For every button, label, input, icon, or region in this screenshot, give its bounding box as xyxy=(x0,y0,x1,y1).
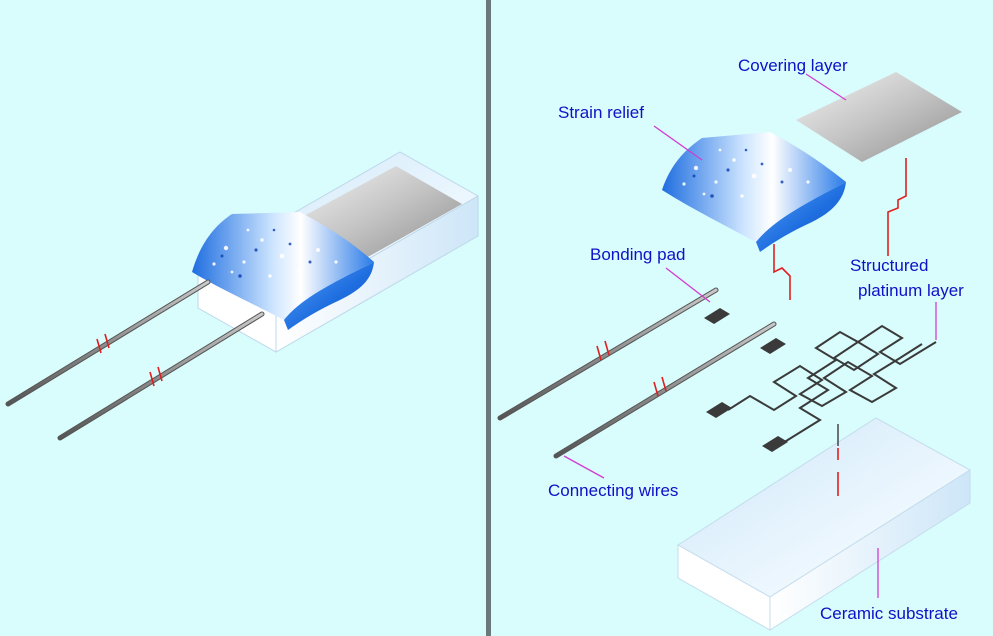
explosion-alignment-marks xyxy=(773,158,907,496)
assembled-cover xyxy=(300,166,462,258)
label-strain-relief: Strain relief xyxy=(558,103,644,122)
platinum-meander-inner xyxy=(727,343,923,412)
exploded-strain-relief-dots xyxy=(692,148,784,198)
exploded-wire-break-marks xyxy=(596,340,667,397)
bonding-pad-4 xyxy=(762,436,788,452)
assembled-sensor-icon xyxy=(5,151,480,441)
exploded-strain-relief-speckles xyxy=(682,148,810,198)
leader-lines xyxy=(563,73,937,598)
assembled-strain-relief-top xyxy=(192,212,374,320)
exploded-cover xyxy=(796,72,962,162)
platinum-meander-outer xyxy=(777,324,937,447)
bonding-pad-2 xyxy=(760,338,786,354)
label-connecting-wires: Connecting wires xyxy=(548,481,678,500)
panel-divider xyxy=(486,0,491,636)
label-structured-platinum-2: platinum layer xyxy=(858,281,964,300)
exploded-strain-relief-side xyxy=(756,182,846,252)
exploded-sensor-icon xyxy=(497,72,971,631)
label-structured-platinum-1: Structured xyxy=(850,256,928,275)
exploded-strain-relief-top xyxy=(662,132,846,242)
label-ceramic-substrate: Ceramic substrate xyxy=(820,604,958,623)
exploded-substrate-side xyxy=(769,469,971,631)
assembled-strain-relief-side xyxy=(284,262,374,330)
label-bonding-pad: Bonding pad xyxy=(590,245,685,264)
assembled-substrate-side xyxy=(275,195,479,353)
assembled-strain-relief-dots xyxy=(220,228,312,278)
assembled-strain-relief-speckles xyxy=(212,228,338,278)
assembled-wire-break-marks xyxy=(96,333,163,387)
bonding-pad-1 xyxy=(704,308,730,324)
label-covering-layer: Covering layer xyxy=(738,56,848,75)
bonding-pad-3 xyxy=(706,402,732,418)
